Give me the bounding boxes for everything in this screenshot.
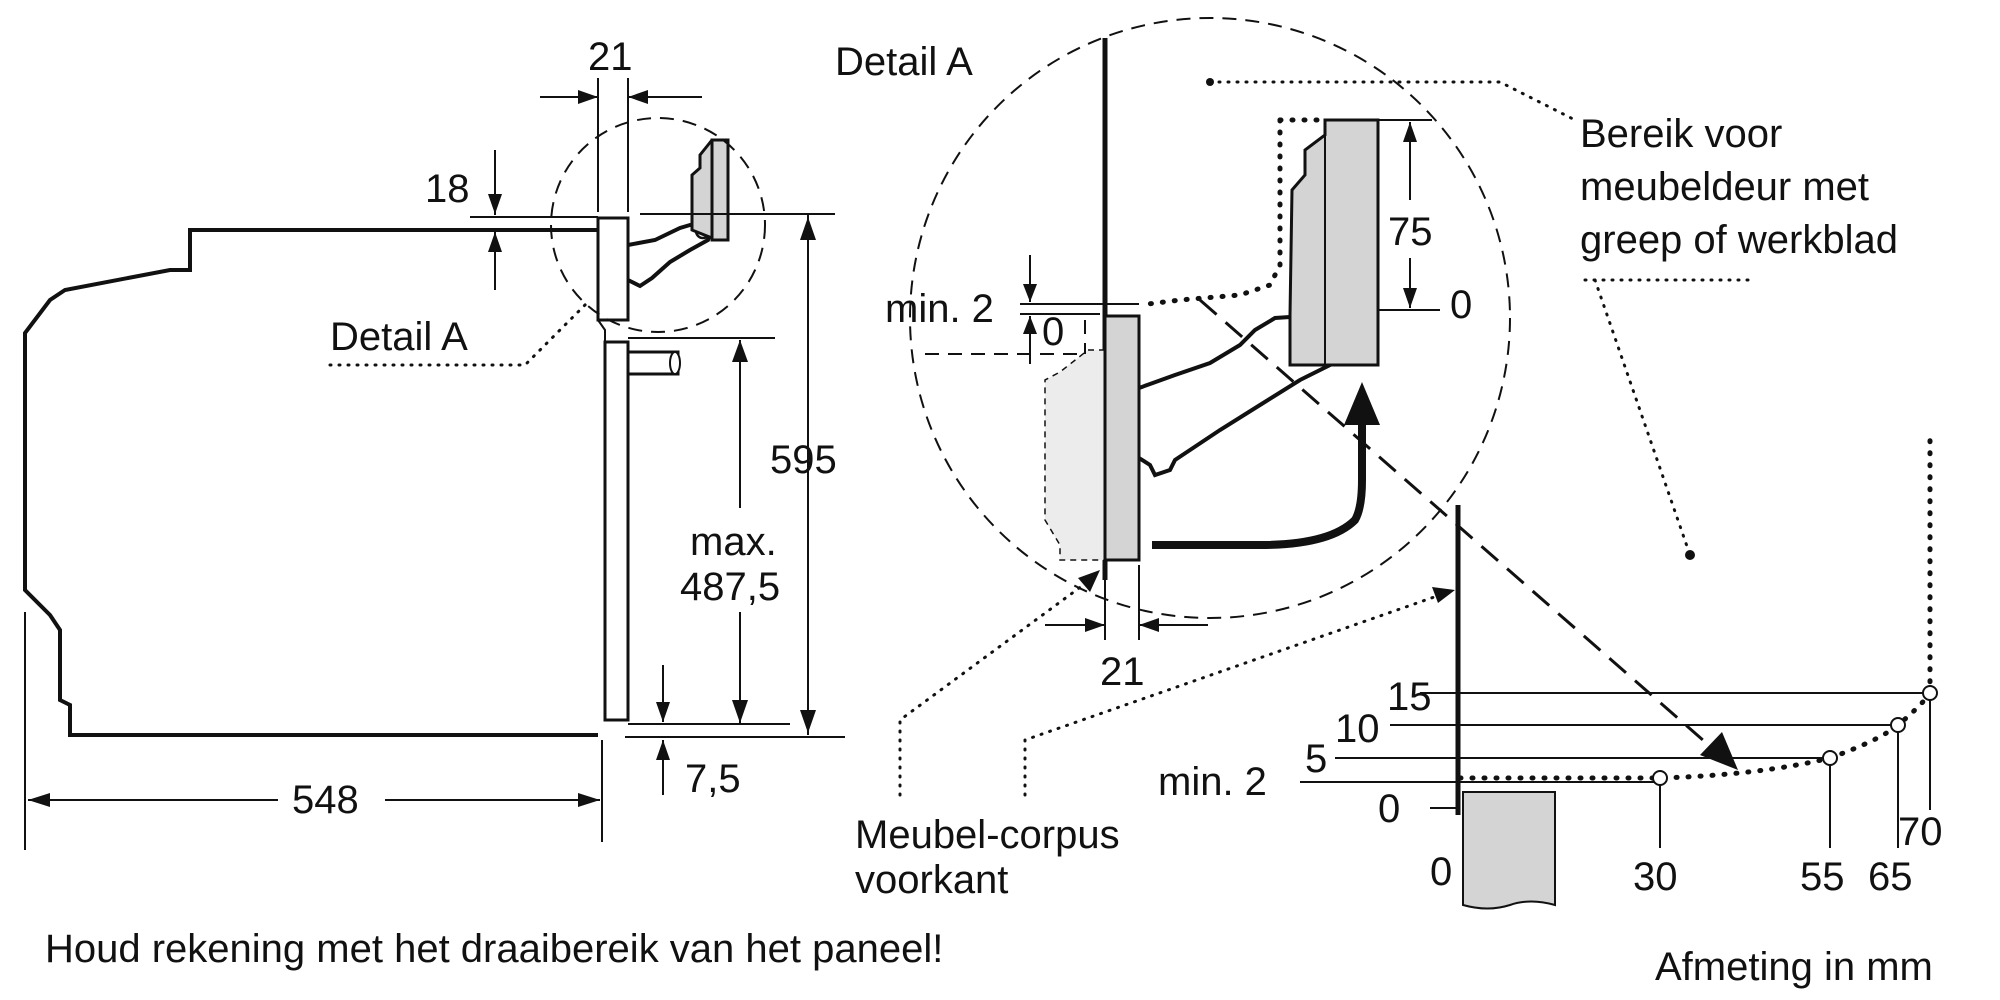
dim-detail-min: min. 2 [885, 287, 994, 331]
x-tick-70: 70 [1898, 810, 1943, 854]
cabinet-piece [1044, 349, 1106, 561]
small-panel [690, 138, 730, 242]
x-tick-55: 55 [1800, 855, 1845, 899]
y-tick-min2: min. 2 [1158, 760, 1267, 804]
oven-front-panel [596, 216, 630, 322]
x-tick-0: 0 [1430, 850, 1452, 894]
oven-body-outline [23, 228, 598, 737]
cabinet-leaders: Meubel-corpus voorkant [855, 570, 1455, 902]
x-tick-30: 30 [1633, 855, 1678, 899]
reach-label-line2: meubeldeur met [1580, 165, 1869, 209]
dim-max-value: 487,5 [680, 565, 780, 609]
dim-depth: 548 [292, 778, 359, 822]
graph-cabinet [1462, 791, 1556, 910]
dim-detail-zero: 0 [1042, 310, 1064, 354]
y-tick-15: 15 [1387, 675, 1432, 719]
dim-max-label: max. [690, 520, 777, 564]
dim-detail-75: 75 [1388, 210, 1433, 254]
dim-top-gap: 21 [588, 35, 633, 79]
reach-label-line1: Bereik voor [1580, 112, 1782, 156]
reach-graph: Bereik voor meubeldeur met greep of werk… [1158, 112, 1943, 910]
detail-a-label-small: Detail A [330, 315, 468, 359]
dim-top-offset: 18 [425, 167, 470, 211]
cabinet-label-line1: Meubel-corpus [855, 813, 1120, 857]
dim-detail-0: 0 [1450, 283, 1472, 327]
dim-height: 595 [770, 438, 837, 482]
dim-bottom-offset: 7,5 [685, 757, 741, 801]
x-tick-65: 65 [1868, 855, 1913, 899]
cabinet-label-line2: voorkant [855, 858, 1008, 902]
detail-a-label-zoom: Detail A [835, 40, 973, 84]
dim-detail-gap: 21 [1100, 650, 1145, 694]
oven-handle-end [669, 351, 681, 375]
units-note: Afmeting in mm [1655, 945, 1933, 989]
reach-label-line3: greep of werkblad [1580, 218, 1898, 262]
oven-door [603, 340, 630, 722]
y-tick-10: 10 [1335, 707, 1380, 751]
rotation-note: Houd rekening met het draaibereik van he… [45, 927, 943, 971]
detail-rotated-panel [1288, 118, 1380, 367]
motion-arrow [1152, 420, 1366, 549]
detail-a-circle-small [550, 117, 766, 333]
detail-front-panel [1103, 314, 1141, 562]
reach-leader [1208, 80, 1577, 122]
detail-a-circle-large [909, 17, 1511, 619]
y-tick-0: 0 [1378, 787, 1400, 831]
y-tick-5: 5 [1305, 737, 1327, 781]
detail-reach-dotted [1137, 117, 1283, 308]
oven-door-gap [597, 319, 606, 342]
detail-a-leader-small [328, 298, 592, 367]
left-dimensions: 21 18 595 max. 487,5 7,5 [24, 35, 845, 850]
oven-side-view: Detail A [23, 117, 766, 737]
reach-curve [1457, 437, 1933, 781]
